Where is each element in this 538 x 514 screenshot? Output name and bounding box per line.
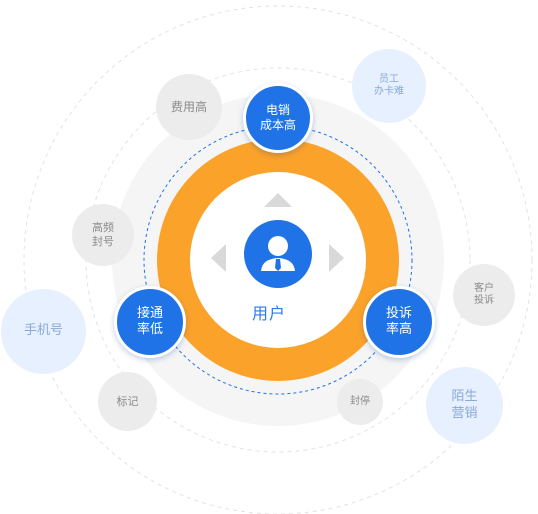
- arrow-right-icon: [329, 244, 344, 272]
- factor-tag-label: 标记: [116, 394, 139, 408]
- factor-cold-call-label: 陌生 营销: [451, 389, 478, 421]
- factor-high-fee-label: 费用高: [170, 99, 207, 114]
- arrow-up-icon: [264, 193, 292, 207]
- factor-customer-complaint: 客户 投诉: [453, 264, 515, 326]
- arrow-left-icon: [211, 244, 226, 272]
- outer-dashed-circle: [23, 5, 533, 514]
- factor-tag: 标记: [98, 372, 157, 431]
- center-user-label: 用户: [251, 304, 286, 323]
- issue-high-complaint[interactable]: 投诉 率高: [363, 286, 435, 358]
- issue-low-connect-label: 接通 率低: [136, 305, 163, 337]
- issue-low-connect[interactable]: 接通 率低: [114, 286, 186, 358]
- factor-suspend-label: 封停: [350, 395, 370, 407]
- factor-high-fee: 费用高: [156, 74, 222, 140]
- issue-high-complaint-label: 投诉 率高: [385, 305, 412, 337]
- factor-cold-call: 陌生 营销: [426, 367, 503, 444]
- factor-phone-number-label: 手机号: [23, 323, 63, 339]
- factor-phone-number: 手机号: [1, 289, 86, 374]
- issue-high-cost-label: 电销 成本高: [259, 103, 296, 132]
- factor-staff-card-label: 员工 办卡难: [374, 73, 404, 98]
- issue-high-cost[interactable]: 电销 成本高: [243, 83, 313, 153]
- factor-staff-card: 员工 办卡难: [352, 49, 426, 123]
- user-icon: [244, 220, 312, 288]
- factor-suspend: 封停: [337, 379, 383, 425]
- factor-high-freq-ban-label: 高频 封号: [92, 221, 114, 248]
- factor-high-freq-ban: 高频 封号: [72, 204, 134, 266]
- factor-customer-complaint-label: 客户 投诉: [474, 282, 494, 307]
